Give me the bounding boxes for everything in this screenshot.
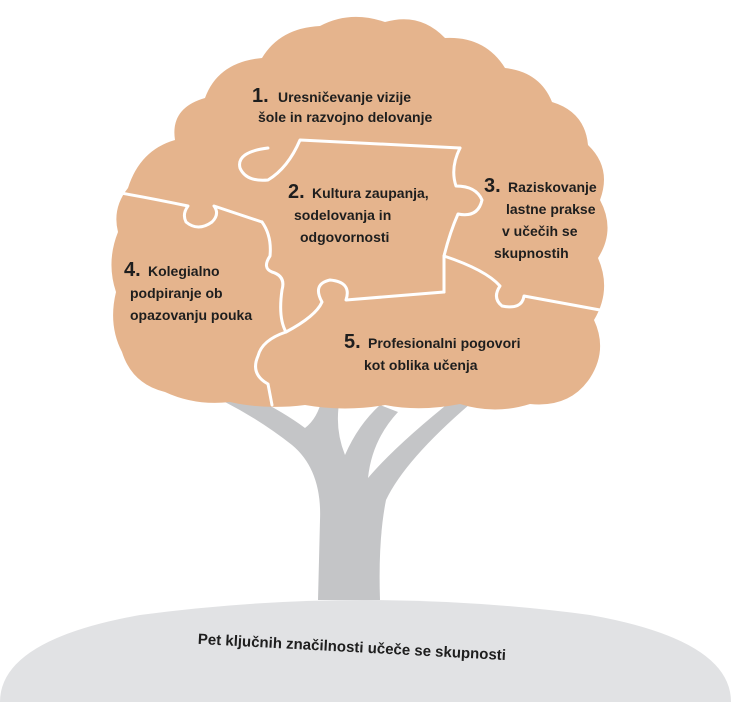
- seam-piece2-left: [254, 220, 288, 407]
- piece-2-line-1: Kultura zaupanja,: [312, 185, 429, 201]
- piece-5-line-2: kot oblika učenja: [364, 357, 478, 373]
- ground-hill: [0, 600, 731, 702]
- piece-1-number: 1.: [252, 85, 269, 107]
- tree-trunk: [225, 390, 470, 600]
- piece-4-line-2: podpiranje ob: [130, 285, 223, 301]
- piece-2-label: 2. Kultura zaupanja, sodelovanja in odgo…: [288, 181, 429, 245]
- piece-1-line-2: šole in razvojno delovanje: [258, 109, 432, 125]
- piece-4-line-3: opazovanju pouka: [130, 307, 252, 323]
- piece-4-number: 4.: [124, 259, 141, 281]
- seam-piece2-3: [442, 146, 484, 294]
- piece-3-line-3: v učečih se: [502, 223, 578, 239]
- puzzle-seams: [113, 138, 602, 407]
- piece-2-line-3: odgovornosti: [300, 229, 389, 245]
- piece-2-line-2: sodelovanja in: [294, 207, 391, 223]
- tree-canopy: [111, 16, 608, 410]
- seam-left-top: [113, 190, 264, 229]
- seam-piece3-bottom: [442, 254, 602, 312]
- seam-piece1-lower: [238, 138, 462, 182]
- piece-3-number: 3.: [484, 175, 501, 197]
- seam-piece2-bottom: [284, 278, 446, 334]
- piece-4-line-1: Kolegialno: [148, 263, 220, 279]
- piece-5-line-1: Profesionalni pogovori: [368, 335, 520, 351]
- piece-5-label: 5. Profesionalni pogovori kot oblika uče…: [344, 331, 520, 373]
- piece-3-line-1: Raziskovanje: [508, 179, 597, 195]
- piece-1-label: 1. Uresničevanje vizije šole in razvojno…: [252, 85, 432, 125]
- piece-2-number: 2.: [288, 181, 305, 203]
- piece-1-line-1: Uresničevanje vizije: [278, 89, 411, 105]
- piece-3-line-4: skupnostih: [494, 245, 569, 261]
- piece-3-line-2: lastne prakse: [506, 201, 596, 217]
- piece-5-number: 5.: [344, 331, 361, 353]
- piece-4-label: 4. Kolegialno podpiranje ob opazovanju p…: [124, 259, 252, 323]
- piece-3-label: 3. Raziskovanje lastne prakse v učečih s…: [484, 175, 597, 261]
